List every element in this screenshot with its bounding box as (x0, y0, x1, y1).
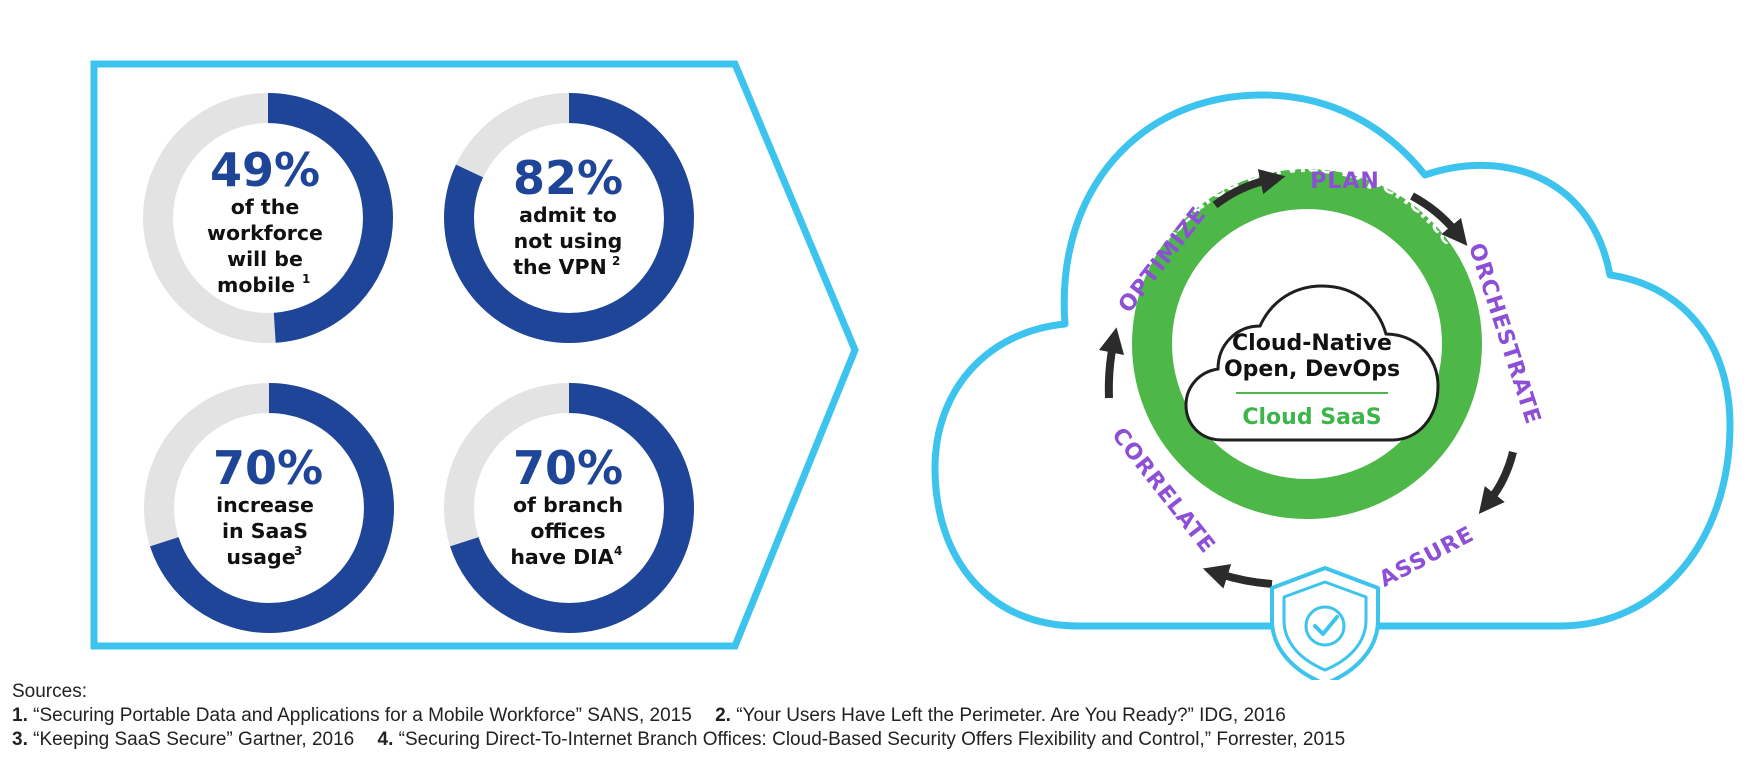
footnote-marker: 4 (614, 544, 622, 558)
cycle-arrow-icon (1410, 192, 1468, 246)
stat-text-1: 49% of the workforce will be mobile 1 (207, 143, 323, 297)
stat-donut-4 (444, 383, 694, 633)
source-number: 4. (377, 729, 394, 750)
core-line: Open, DevOps (1224, 357, 1400, 382)
cycle-arrows (1098, 169, 1517, 589)
donut-value-arc (144, 383, 394, 633)
stat-line: increase (216, 493, 314, 517)
footnote-marker: 1 (302, 272, 310, 286)
stage-label-plan: PLAN (1310, 169, 1380, 194)
core-line: Cloud-Native (1232, 331, 1392, 356)
stat-text-4: 70% of branch offices have DIA 4 (510, 441, 623, 569)
stat-line: not using (514, 229, 623, 253)
service-experience-ring (1132, 169, 1482, 519)
cycle-arrow-icon (1478, 450, 1517, 514)
stat-line: in SaaS (222, 519, 308, 543)
sources-line: 3. “Keeping SaaS Secure” Gartner, 2016 4… (12, 728, 1732, 752)
stat-percent: 82% (513, 151, 623, 205)
cycle-arrow-icon (1212, 169, 1286, 209)
stat-percent: 70% (213, 441, 323, 495)
stat-line: of the (231, 195, 299, 219)
stat-line: mobile (217, 273, 295, 297)
stat-line: will be (227, 247, 303, 271)
footnote-marker: 3 (294, 544, 302, 558)
stat-percent: 70% (513, 441, 623, 495)
source-text: “Your Users Have Left the Perimeter. Are… (736, 705, 1286, 726)
sources-heading: Sources: (12, 681, 87, 702)
inner-cloud-shape (1184, 284, 1440, 442)
stat-text-2: 82% admit to not using the VPN 2 (513, 151, 623, 279)
stat-line: admit to (519, 203, 617, 227)
stat-line: workforce (207, 221, 323, 245)
source-number: 3. (12, 729, 28, 750)
stat-line: the VPN (513, 255, 606, 279)
core-highlight: Cloud SaaS (1242, 405, 1381, 430)
stat-text-3: 70% increase in SaaS usage 3 (213, 441, 323, 569)
source-number: 2. (715, 705, 731, 726)
stat-line: have DIA (510, 545, 613, 569)
source-number: 1. (12, 705, 28, 726)
stat-percent: 49% (210, 143, 320, 197)
infographic-canvas: 49% of the workforce will be mobile 1 82… (90, 60, 1734, 680)
sources-line: 1. “Securing Portable Data and Applicati… (12, 704, 1732, 728)
source-text: “Keeping SaaS Secure” Gartner, 2016 (33, 729, 355, 750)
stat-donut-2 (444, 93, 694, 343)
donut-value-arc (444, 383, 694, 633)
checkmark-shield-icon (1270, 566, 1380, 680)
source-text: “Securing Direct-To-Internet Branch Offi… (398, 729, 1346, 750)
cycle-arrow-icon (1202, 564, 1273, 589)
stat-line: offices (530, 519, 605, 543)
donut-value-arc (444, 93, 694, 343)
footnote-marker: 2 (612, 254, 620, 268)
stat-line: usage (226, 545, 295, 569)
sources-section: Sources: 1. “Securing Portable Data and … (12, 680, 1732, 752)
stat-line: of branch (513, 493, 623, 517)
stat-donut-1 (143, 93, 393, 343)
cycle-arrow-icon (1098, 327, 1125, 399)
source-text: “Securing Portable Data and Applications… (33, 705, 692, 726)
donut-value-arc (143, 93, 393, 343)
stat-donut-3 (144, 383, 394, 633)
